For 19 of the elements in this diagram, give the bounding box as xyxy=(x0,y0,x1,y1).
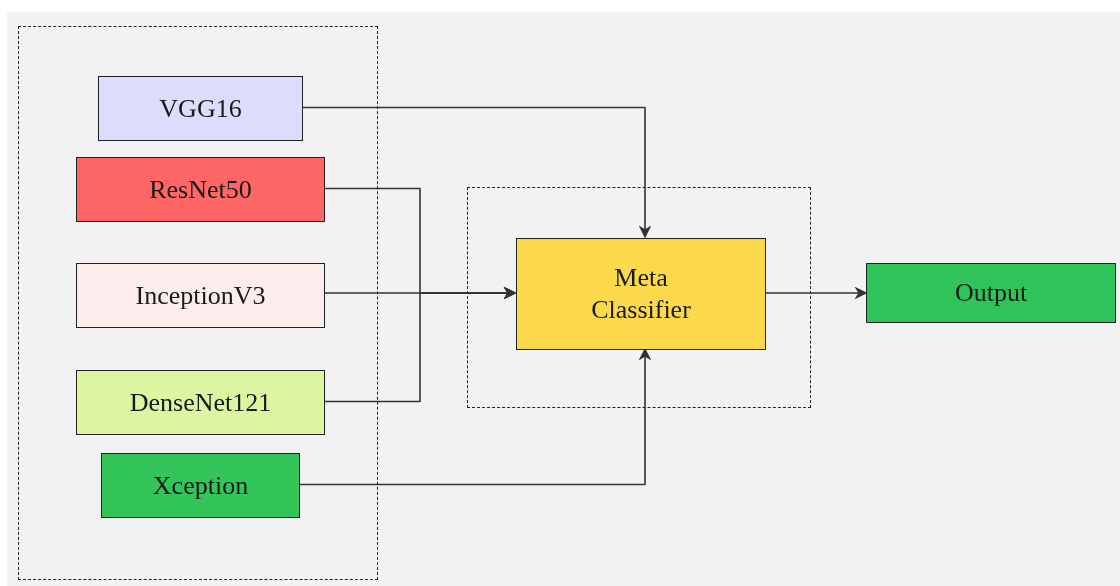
node-label: Xception xyxy=(151,469,250,502)
model-box xyxy=(76,263,325,328)
model-box xyxy=(101,453,300,518)
model-box xyxy=(76,370,325,435)
classifier-box xyxy=(516,238,766,350)
arrow xyxy=(301,106,652,239)
node-label: Output xyxy=(953,277,1029,309)
model-box xyxy=(98,76,303,141)
node-label: DenseNet121 xyxy=(128,386,273,419)
arrow xyxy=(323,286,517,403)
node-label: InceptionV3 xyxy=(134,279,267,312)
dashed-group-box xyxy=(18,26,378,580)
node-label: Meta Classifier xyxy=(590,262,692,326)
node-label: ResNet50 xyxy=(148,173,253,206)
node-label: VGG16 xyxy=(158,92,243,125)
dashed-group-box xyxy=(467,187,811,408)
output-box xyxy=(866,263,1116,323)
arrow xyxy=(764,286,868,300)
model-box xyxy=(76,157,325,222)
